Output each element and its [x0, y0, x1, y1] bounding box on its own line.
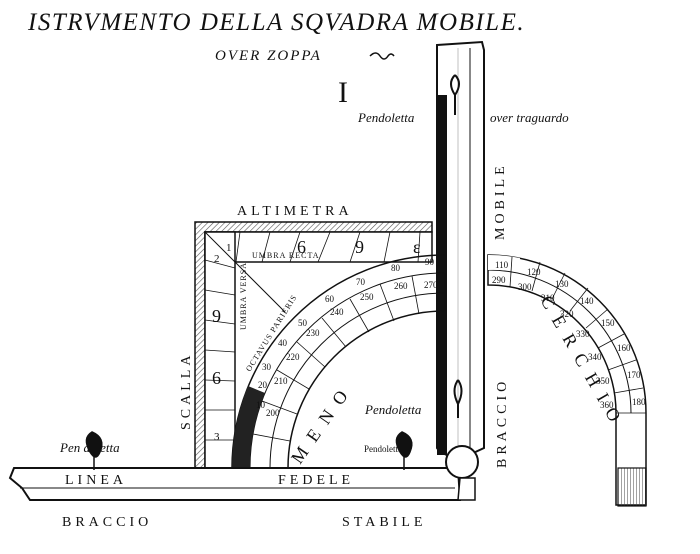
arc-number: 220	[286, 352, 300, 362]
arc-number: 200	[266, 408, 280, 418]
side-number: 6	[212, 368, 224, 388]
side-number: 2	[214, 253, 220, 265]
outer-arc-scale: 200 210 220 230 240 250 260 270	[266, 280, 438, 418]
arc-number: 10	[256, 400, 266, 410]
arc-number: 140	[580, 296, 594, 306]
plumb-bob-icon	[453, 379, 463, 418]
square-scale-numbers: 1 6 9 ε 2 9 6 3	[212, 237, 424, 443]
quadrant	[231, 254, 446, 469]
arc-number: 230	[306, 328, 320, 338]
arc-number: 70	[356, 277, 366, 287]
label-umbra-recta: UMBRA RECTA	[252, 251, 319, 260]
figure-numeral: I	[338, 76, 348, 109]
arc-number: 30	[262, 362, 272, 372]
arc-number: 360	[600, 400, 614, 410]
arc-number: 290	[492, 275, 506, 285]
arc-number: 160	[617, 343, 631, 353]
plumb-left: Pen doletta	[59, 431, 120, 470]
arc-number: 330	[576, 329, 590, 339]
arc-number: 340	[588, 352, 602, 362]
arc-number: 310	[541, 293, 555, 303]
subtitle-group: OVER ZOPPA	[215, 48, 395, 64]
label-pendoletta-right: Pendoletta	[364, 444, 402, 454]
flourish-ornament	[369, 52, 395, 60]
arc-number: 210	[274, 376, 288, 386]
mobile-arm	[436, 40, 485, 462]
label-altimetra: ALTIMETRA	[237, 204, 353, 219]
square-number: 9	[355, 237, 367, 257]
arc-number: 150	[601, 318, 615, 328]
arc-number: 170	[627, 370, 641, 380]
arc-number: 120	[527, 267, 541, 277]
label-traguardo: over traguardo	[490, 110, 569, 125]
arc-number: 350	[596, 376, 610, 386]
square-number: 1	[226, 242, 232, 254]
label-pendoletta-mid: Pendoletta	[364, 402, 422, 417]
side-number: 9	[212, 306, 224, 326]
right-arc	[487, 254, 647, 507]
inner-arc-scale: 10 20 30 40 50 60 70 80 90	[256, 257, 435, 410]
arc-number: 20	[258, 380, 268, 390]
label-pendoletta-top: Pendoletta	[357, 110, 415, 125]
arc-number: 240	[330, 307, 344, 317]
arc-number: 80	[391, 263, 401, 273]
arc-number: 90	[425, 257, 435, 267]
plumb-right: Pendoletta	[364, 431, 413, 470]
label-meno: M E N O	[287, 384, 354, 467]
label-braccio-bottom: BRACCIO	[62, 515, 152, 530]
page-title: ISTRVMENTO DELLA SQVADRA MOBILE.	[27, 9, 525, 36]
arc-number: 270	[424, 280, 438, 290]
arc-number: 110	[495, 260, 509, 270]
arc-number: 320	[560, 309, 574, 319]
plumb-bob-icon	[85, 431, 103, 470]
label-scalla: SCALLA	[179, 352, 194, 430]
label-fedele: FEDELE	[278, 473, 354, 488]
arc-number: 250	[360, 292, 374, 302]
square-number: 6	[297, 237, 309, 257]
label-braccio-arc: BRACCIO	[495, 378, 510, 468]
label-stabile: STABILE	[342, 515, 426, 530]
arc-number: 180	[632, 397, 646, 407]
label-umbra-versa: UMBRA VERSA	[239, 262, 248, 330]
altimetra-square	[194, 221, 433, 469]
arc-number: 130	[555, 279, 569, 289]
label-mobile: MOBILE	[493, 162, 508, 240]
label-linea: LINEA	[65, 473, 127, 488]
arc-number: 260	[394, 281, 408, 291]
arc-number: 40	[278, 338, 288, 348]
plumb-bob-icon	[395, 431, 413, 470]
arc-number: 300	[518, 282, 532, 292]
arc-number: 50	[298, 318, 308, 328]
right-arc-scale: 110 120 130 140 150 160 170 180 290 300 …	[492, 260, 646, 410]
base-bar	[8, 445, 479, 501]
page-subtitle: OVER ZOPPA	[215, 48, 322, 64]
sight-vane-icon	[450, 74, 460, 115]
side-number: 3	[214, 431, 220, 443]
pivot-knob	[445, 445, 479, 479]
arc-number: 60	[325, 294, 335, 304]
square-number: ε	[413, 237, 424, 257]
